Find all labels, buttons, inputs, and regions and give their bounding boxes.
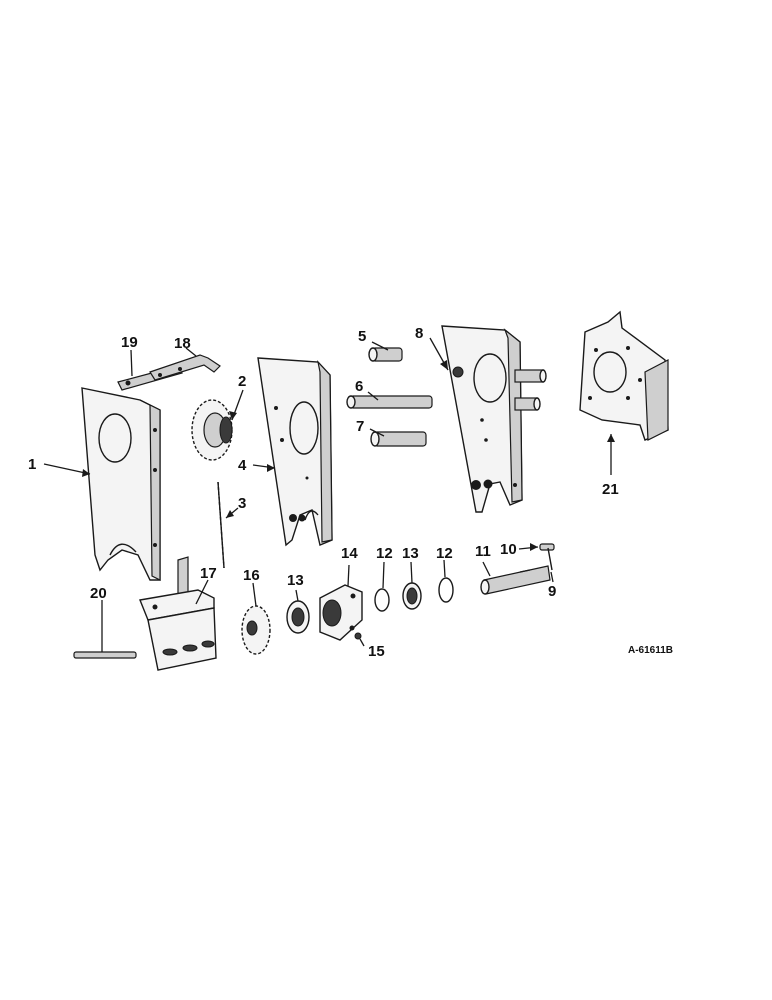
callout-3: 3	[238, 495, 246, 512]
callout-7: 7	[356, 418, 364, 435]
callout-5: 5	[358, 328, 366, 345]
callout-11: 11	[475, 543, 491, 560]
part-11-shaft	[480, 565, 551, 595]
part-3-chain	[217, 481, 225, 569]
callout-6: 6	[355, 378, 363, 395]
part-10-key	[539, 543, 555, 551]
part-9-pin	[547, 547, 553, 571]
part-4-side-plate	[257, 357, 333, 547]
callout-12-right: 12	[436, 545, 453, 562]
part-15-nut	[354, 632, 362, 640]
callout-19: 19	[121, 334, 138, 351]
part-18-link	[149, 354, 221, 381]
part-7-tube	[370, 431, 427, 447]
part-12-ring-right	[438, 577, 454, 603]
part-20-rod	[73, 651, 137, 659]
part-21-bracket	[579, 310, 669, 441]
part-2-sprocket	[191, 399, 233, 461]
callout-17: 17	[200, 565, 217, 582]
callout-20: 20	[90, 585, 107, 602]
part-13-bearing-left	[286, 600, 310, 634]
leader-lines	[43, 337, 615, 652]
part-13-bearing-right	[402, 582, 422, 610]
figure-id: A-61611B	[628, 645, 673, 656]
callout-13-right: 13	[402, 545, 419, 562]
part-14-bearing-housing	[319, 584, 363, 641]
callout-14: 14	[341, 545, 358, 562]
callout-10: 10	[500, 541, 517, 558]
part-16-sprocket	[241, 605, 271, 655]
callout-8: 8	[415, 325, 423, 342]
part-1-side-plate	[81, 387, 161, 581]
callout-15: 15	[368, 643, 385, 660]
part-5-spacer	[368, 347, 403, 362]
part-6-tube	[346, 395, 433, 409]
callout-13-left: 13	[287, 572, 304, 589]
part-12-ring-left	[374, 588, 390, 612]
callout-12-left: 12	[376, 545, 393, 562]
callout-4: 4	[238, 457, 247, 474]
callout-9: 9	[548, 583, 556, 600]
callout-1: 1	[28, 456, 36, 473]
part-8-side-plate	[441, 325, 547, 513]
callout-2: 2	[238, 373, 246, 390]
callout-21: 21	[602, 481, 619, 498]
part-17-bracket	[139, 556, 217, 671]
callout-18: 18	[174, 335, 191, 352]
callout-16: 16	[243, 567, 260, 584]
callout-labels: 1 2 3 4 5 6 7 8 9 10 11 12 13 14 15 16 1…	[28, 325, 673, 660]
